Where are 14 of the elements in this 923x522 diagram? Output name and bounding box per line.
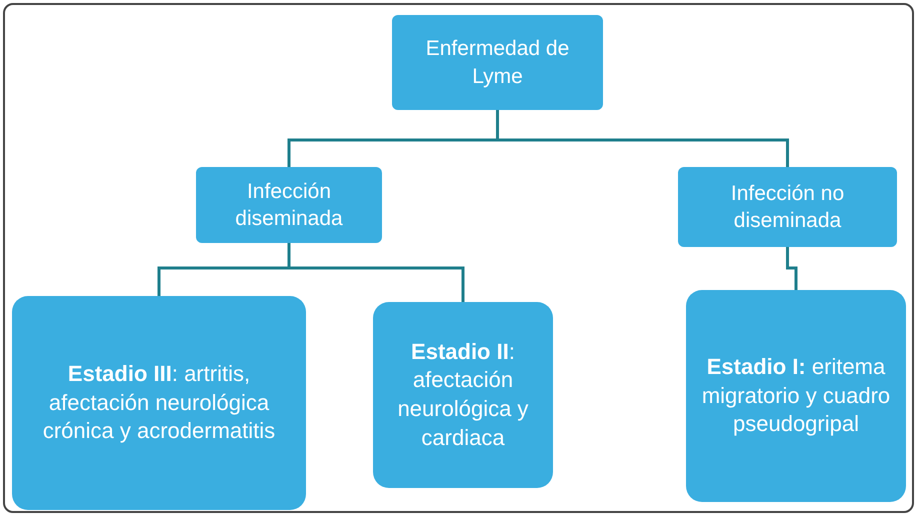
process-box <box>12 296 306 510</box>
connector-line <box>496 110 789 167</box>
process-box <box>373 302 553 488</box>
node-text: Estadio II: afectación neurológica y cardiaca <box>396 338 530 452</box>
process-box <box>686 290 906 502</box>
process-box <box>196 167 382 243</box>
process-box <box>392 15 603 110</box>
node-text: Estadio III: artritis, afectación neurológica crónica y acrodermatitis <box>42 360 276 446</box>
node-text: Infección diseminada <box>234 178 344 232</box>
node-text: Infección no diseminada <box>730 180 846 234</box>
connector-line <box>786 247 798 290</box>
process-box <box>678 167 897 247</box>
node-text: Estadio I: eritema migratorio y cuadro pseudogripal <box>700 353 892 438</box>
node-text: Enfermedad de Lyme <box>424 36 570 90</box>
